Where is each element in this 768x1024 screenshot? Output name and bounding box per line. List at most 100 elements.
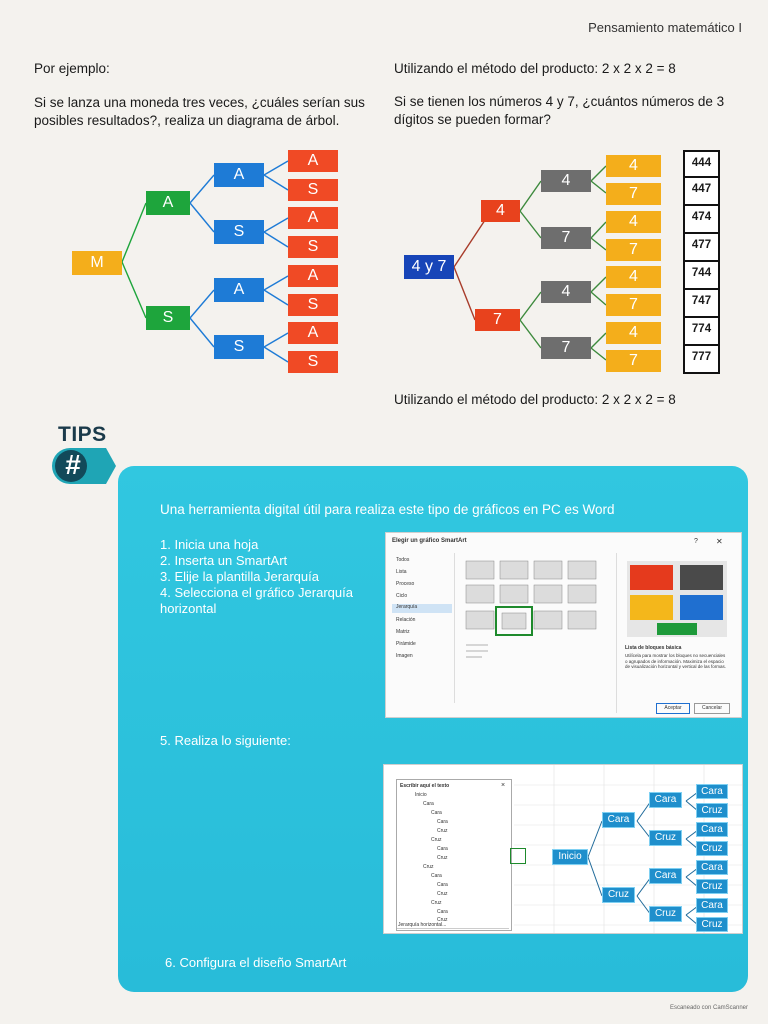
category-item[interactable]: Todos [396,557,410,563]
digits-level1-node: 7 [475,309,520,331]
pane-toggle-button[interactable] [510,848,526,864]
outline-item[interactable]: Cruz [423,864,434,870]
category-item[interactable]: Pirámide [396,641,416,647]
preview-image [627,561,727,637]
outline-item[interactable]: Cruz [437,891,448,897]
digits-level3-node: 7 [606,350,661,372]
result-cell: 447 [683,178,720,206]
digits-level3-node: 4 [606,322,661,344]
digits-level2-node: 7 [541,337,591,359]
outline-item[interactable]: Cruz [437,828,448,834]
coin-question: Si se lanza una moneda tres veces, ¿cuál… [34,94,394,130]
tips-steps: 1. Inicia una hoja 2. Inserta un SmartAr… [160,537,380,617]
smartart-root-node[interactable]: Inicio [552,849,588,865]
preview-pane: Lista de bloques básica Utilícela para m… [616,553,737,713]
tips-hash-icon [52,448,116,484]
digits-level1-node: 4 [481,200,520,222]
smartart-level2-node[interactable]: Cara [649,868,682,884]
outline-item[interactable]: Cruz [437,917,448,923]
coin-level3-node: S [288,179,338,201]
coin-level3-node: S [288,236,338,258]
digits-root-node: 4 y 7 [404,255,454,279]
preview-title: Lista de bloques básica [625,645,682,651]
close-icon[interactable]: ✕ [716,537,723,546]
coin-level2-node: A [214,163,264,187]
smartart-level3-node[interactable]: Cara [696,860,728,875]
cancel-button[interactable]: Cancelar [694,703,730,714]
smartart-level2-node[interactable]: Cruz [649,830,682,846]
coin-level2-node: A [214,278,264,302]
smartart-level3-node[interactable]: Cara [696,784,728,799]
coin-level2-node: S [214,220,264,244]
text-pane-close-icon[interactable]: × [501,782,506,789]
smartart-level1-node[interactable]: Cruz [602,887,635,903]
result-cell: 444 [683,150,720,178]
coin-level1-node: S [146,306,190,330]
help-icon[interactable]: ? [694,538,698,545]
category-item[interactable]: Proceso [396,581,415,587]
outline-item[interactable]: Cruz [431,837,442,843]
smartart-level3-node[interactable]: Cruz [696,841,728,856]
coin-tree-lines [121,160,607,363]
coin-level1-node: A [146,191,190,215]
digits-level2-node: 7 [541,227,591,249]
coin-question-line1: Si se lanza una moneda tres veces, ¿cuál… [34,95,365,110]
tips-hash-symbol: # [65,449,81,480]
coin-level3-node: S [288,351,338,373]
coin-level3-node: A [288,150,338,172]
result-cell: 474 [683,206,720,234]
smartart-level3-node[interactable]: Cara [696,898,728,913]
digits-level3-node: 7 [606,239,661,261]
smartart-level2-node[interactable]: Cara [649,792,682,808]
outline-item[interactable]: Cara [423,801,434,807]
outline-item[interactable]: Cara [431,873,442,879]
tips-step6: 6. Configura el diseño SmartArt [165,955,347,970]
outline-item[interactable]: Cara [437,909,448,915]
result-cell: 744 [683,262,720,290]
text-pane: Escribir aquí el texto × Inicio Cara Car… [396,779,512,931]
outline-item[interactable]: Cruz [437,855,448,861]
coin-level3-node: A [288,265,338,287]
text-pane-title: Escribir aquí el texto [400,783,450,789]
coin-level2-node: S [214,335,264,359]
category-item-selected[interactable]: Jerarquía [392,604,452,613]
smartart-level3-node[interactable]: Cara [696,822,728,837]
smartart-level3-node[interactable]: Cruz [696,879,728,894]
outline-item[interactable]: Inicio [415,792,427,798]
category-item[interactable]: Imagen [396,653,413,659]
digits-level3-node: 4 [606,211,661,233]
accept-button[interactable]: Aceptar [656,703,690,714]
category-item[interactable]: Ciclo [396,593,408,599]
digits-level3-node: 4 [606,155,661,177]
scanner-footer: Escaneado con CamScanner [669,1005,748,1011]
tips-label: TIPS [58,423,107,446]
category-item[interactable]: Lista [396,569,407,575]
outline-item[interactable]: Cara [437,846,448,852]
smartart-level1-node[interactable]: Cara [602,812,635,828]
coin-root-node: M [72,251,122,275]
outline-item[interactable]: Cara [431,810,442,816]
smartart-dialog: Elegir un gráfico SmartArt ? ✕ Todos Lis… [385,532,742,718]
category-item[interactable]: Matriz [396,629,410,635]
page-header: Pensamiento matemático I [588,20,742,35]
product-method-top: Utilizando el método del producto: 2 x 2… [394,61,676,76]
smartart-level2-node[interactable]: Cruz [649,906,682,922]
result-cell: 477 [683,234,720,262]
digits-level2-node: 4 [541,170,591,192]
category-item[interactable]: Relación [396,617,416,623]
coin-level3-node: S [288,294,338,316]
pane-footer-link[interactable]: Jerarquía horizontal... [398,922,447,928]
outline-item[interactable]: Cara [437,819,448,825]
digits-level3-node: 7 [606,294,661,316]
digits-level3-node: 4 [606,266,661,288]
digits-level3-node: 7 [606,183,661,205]
tips-step: 4. Selecciona el gráfico Jerarquía [160,585,353,600]
smartart-level3-node[interactable]: Cruz [696,803,728,818]
tips-step: 2. Inserta un SmartArt [160,553,288,568]
digits-question: Si se tienen los números 4 y 7, ¿cuántos… [394,93,754,129]
layout-thumbnails[interactable] [458,553,608,673]
outline-item[interactable]: Cara [437,882,448,888]
smartart-level3-node[interactable]: Cruz [696,917,728,932]
intro-label: Por ejemplo: [34,61,110,76]
outline-item[interactable]: Cruz [431,900,442,906]
